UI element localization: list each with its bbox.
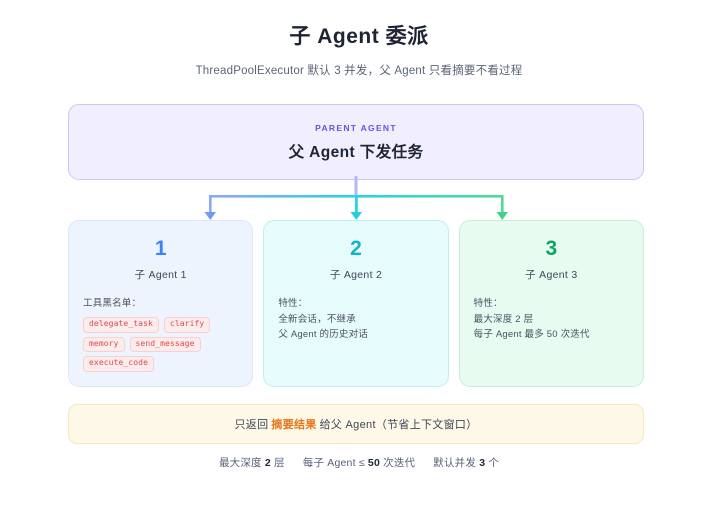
connector-drop-3 [501, 195, 504, 213]
tool-tag: send_message [129, 336, 201, 353]
connector-arrows [204, 176, 508, 220]
stat-default-concurrency: 默认并发 3 个 [433, 455, 499, 470]
summary-banner: 只返回 摘要结果 给父 Agent（节省上下文窗口） [68, 404, 644, 444]
card-body-label: 特性： [278, 298, 308, 310]
banner-prefix: 只返回 [234, 419, 269, 431]
stat-label-after: 层 [274, 457, 285, 469]
stat-value: 50 [367, 457, 381, 469]
card-body-label: 特性： [473, 298, 503, 310]
card-body: 特性： 最大深度 2 层 每子 Agent 最多 50 次迭代 [474, 296, 629, 343]
card-title: 子 Agent 3 [525, 269, 578, 282]
card-body-line: 父 Agent 的历史对话 [278, 329, 369, 341]
tool-tag: memory [83, 336, 125, 353]
stat-value: 2 [264, 457, 271, 469]
card-title: 子 Agent 1 [134, 269, 187, 282]
child-agent-cards: 1 子 Agent 1 工具黑名单： delegate_task clarify… [68, 220, 644, 387]
child-agent-card-2: 2 子 Agent 2 特性： 全新会话，不继承 父 Agent 的历史对话 [263, 220, 449, 387]
tool-tag: delegate_task [83, 316, 159, 333]
card-body-line: 全新会话，不继承 [278, 313, 356, 325]
connector-arrowhead-2 [350, 212, 362, 220]
parent-agent-title: 父 Agent 下发任务 [288, 143, 424, 161]
connector-arrowhead-1 [204, 212, 216, 220]
card-title: 子 Agent 2 [329, 269, 383, 282]
connector-bus-left [209, 195, 356, 198]
stat-label-before: 每子 Agent ≤ [302, 457, 365, 469]
card-number: 3 [545, 237, 558, 260]
stat-max-iterations: 每子 Agent ≤ 50 次迭代 [303, 455, 416, 470]
page-subtitle: ThreadPoolExecutor 默认 3 并发，父 Agent 只看摘要不… [195, 65, 523, 77]
child-agent-card-1: 1 子 Agent 1 工具黑名单： delegate_task clarify… [68, 220, 254, 387]
stat-label-after: 个 [488, 457, 500, 469]
page-title: 子 Agent 委派 [289, 25, 429, 48]
child-agent-card-3: 3 子 Agent 3 特性： 最大深度 2 层 每子 Agent 最多 50 … [458, 220, 644, 387]
tool-tag: execute_code [83, 356, 154, 373]
connector-drop-2 [355, 195, 358, 213]
connector-bus-right [356, 195, 503, 198]
card-body: 特性： 全新会话，不继承 父 Agent 的历史对话 [278, 296, 433, 343]
card-body: 工具黑名单： [83, 296, 238, 312]
card-body-line: 最大深度 2 层 [473, 313, 534, 325]
parent-agent-kicker: PARENT AGENT [315, 122, 397, 133]
stat-label-before: 默认并发 [433, 457, 477, 469]
stat-value: 3 [479, 457, 486, 469]
banner-suffix: 给父 Agent（节省上下文窗口） [319, 419, 478, 431]
stat-label-before: 最大深度 [218, 457, 262, 469]
stat-max-depth: 最大深度 2 层 [219, 455, 285, 470]
card-number: 2 [350, 237, 362, 260]
parent-agent-box: PARENT AGENT 父 Agent 下发任务 [68, 104, 644, 180]
banner-highlight: 摘要结果 [271, 419, 317, 431]
connector-arrowhead-3 [496, 212, 508, 220]
card-number: 1 [154, 237, 167, 260]
footer-stats: 最大深度 2 层 每子 Agent ≤ 50 次迭代 默认并发 3 个 [0, 455, 718, 470]
connector-drop-1 [209, 195, 212, 213]
tool-blacklist-tags: delegate_task clarify memory send_messag… [83, 316, 238, 373]
tool-tag: clarify [163, 316, 211, 333]
stat-label-after: 次迭代 [383, 457, 416, 469]
card-body-label: 工具黑名单： [83, 298, 142, 310]
page-header: 子 Agent 委派 ThreadPoolExecutor 默认 3 并发，父 … [0, 0, 718, 78]
card-body-line: 每子 Agent 最多 50 次迭代 [473, 329, 590, 341]
